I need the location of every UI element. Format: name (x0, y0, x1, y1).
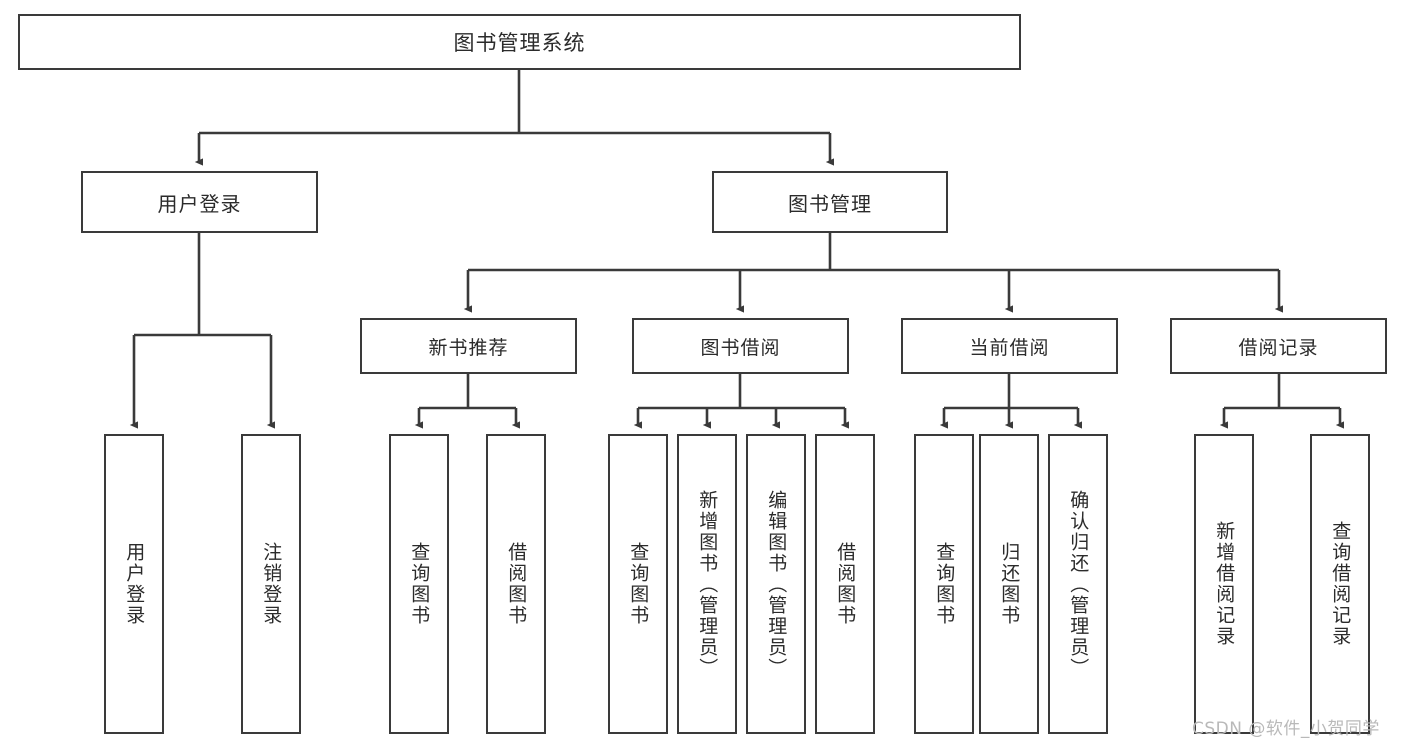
node-borrow-record[interactable]: 借阅记录 (1170, 318, 1387, 374)
node-new-book-recommend[interactable]: 新书推荐 (360, 318, 577, 374)
leaf-new-book-borrow-book[interactable]: 借阅图书 (486, 434, 546, 734)
leaf-current-borrow-query-book[interactable]: 查询图书 (914, 434, 974, 734)
node-label: 借阅图书 (834, 542, 857, 626)
leaf-current-borrow-confirm-return-admin[interactable]: 确认归还（管理员） (1048, 434, 1108, 734)
node-book-borrow[interactable]: 图书借阅 (632, 318, 849, 374)
leaf-book-borrow-borrow-book[interactable]: 借阅图书 (815, 434, 875, 734)
node-label: 查询图书 (933, 542, 956, 626)
node-user-login[interactable]: 用户登录 (81, 171, 318, 233)
leaf-borrow-record-add-record[interactable]: 新增借阅记录 (1194, 434, 1254, 734)
node-label: 用户登录 (123, 542, 146, 626)
node-label: 图书管理系统 (453, 31, 586, 55)
leaf-user-login-logout[interactable]: 注销登录 (241, 434, 301, 734)
leaf-book-borrow-add-book-admin[interactable]: 新增图书（管理员） (677, 434, 737, 734)
node-label: 编辑图书（管理员） (765, 489, 788, 679)
node-label: 归还图书 (998, 542, 1021, 626)
node-label: 新增借阅记录 (1213, 521, 1236, 647)
leaf-borrow-record-query-record[interactable]: 查询借阅记录 (1310, 434, 1370, 734)
node-label: 查询图书 (627, 542, 650, 626)
node-root-book-management-system[interactable]: 图书管理系统 (18, 14, 1021, 70)
leaf-book-borrow-query-book[interactable]: 查询图书 (608, 434, 668, 734)
leaf-user-login-login[interactable]: 用户登录 (104, 434, 164, 734)
node-current-borrow[interactable]: 当前借阅 (901, 318, 1118, 374)
leaf-book-borrow-edit-book-admin[interactable]: 编辑图书（管理员） (746, 434, 806, 734)
node-book-management[interactable]: 图书管理 (712, 171, 948, 233)
node-label: 查询图书 (408, 542, 431, 626)
node-label: 用户登录 (157, 191, 242, 216)
node-label: 新增图书（管理员） (696, 489, 719, 679)
node-label: 确认归还（管理员） (1067, 489, 1090, 679)
csdn-watermark: CSDN @软件_小贺同学 (1192, 719, 1380, 739)
leaf-new-book-query-book[interactable]: 查询图书 (389, 434, 449, 734)
node-label: 借阅记录 (1238, 336, 1319, 359)
node-label: 图书管理 (788, 191, 872, 216)
node-label: 查询借阅记录 (1329, 521, 1352, 647)
leaf-current-borrow-return-book[interactable]: 归还图书 (979, 434, 1039, 734)
node-label: 借阅图书 (505, 542, 528, 626)
node-label: 图书借阅 (700, 336, 781, 359)
node-label: 当前借阅 (969, 336, 1050, 359)
node-label: 注销登录 (260, 542, 283, 626)
node-label: 新书推荐 (428, 336, 509, 359)
